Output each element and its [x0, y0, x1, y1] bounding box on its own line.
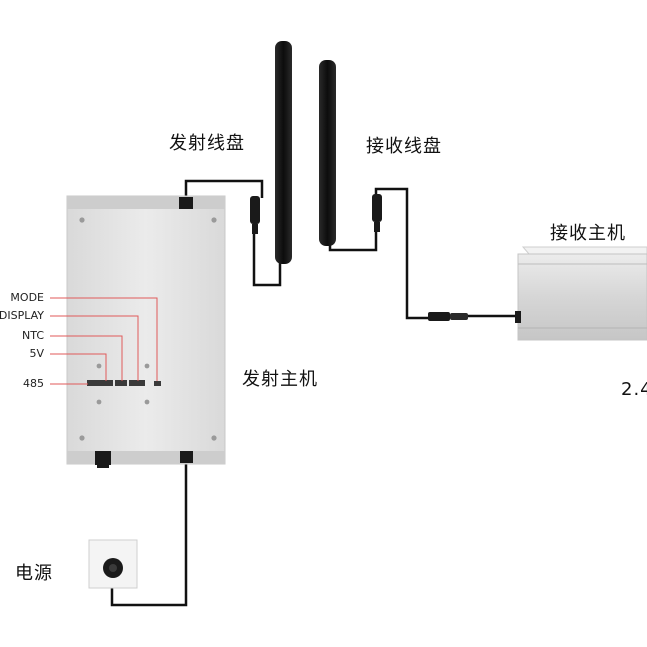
- rx-host-top-face: [521, 246, 647, 255]
- port-5v: [101, 380, 113, 386]
- cable-rx-coil-down: [328, 232, 378, 252]
- connector-icon: [179, 197, 193, 209]
- tx-coil-label: 发射线盘: [169, 133, 245, 154]
- rx-coil: [319, 60, 382, 246]
- connector-icon: [250, 196, 260, 224]
- connector-icon: [428, 312, 450, 321]
- rx-host-label: 接收主机: [550, 223, 626, 244]
- port-mode: [154, 381, 161, 386]
- cables: [110, 179, 518, 607]
- connector-icon: [372, 194, 382, 222]
- screw-icon: [79, 217, 217, 441]
- tx-coil: [250, 41, 292, 264]
- port-ntc: [115, 380, 127, 386]
- port-label-ntc: NTC: [22, 329, 44, 342]
- port-row: [87, 380, 161, 386]
- cable-rx-coil-to-rx-host: [374, 187, 430, 320]
- tx-host-bottom-bar: [67, 451, 225, 464]
- rx-inline-plug: [428, 312, 468, 321]
- connector-icon: [252, 224, 258, 234]
- tx-coil-body: [275, 41, 292, 264]
- tx-host-body: [66, 195, 226, 465]
- connector-icon: [180, 451, 193, 463]
- callout-5v: [50, 353, 107, 381]
- rx-host-body: [517, 253, 647, 341]
- rx-coil-body: [319, 60, 336, 246]
- tx-host: [66, 195, 226, 468]
- callout-ntc: [50, 335, 123, 381]
- connector-icon: [450, 313, 468, 320]
- rx-host: [515, 246, 647, 341]
- power-label: 电源: [15, 563, 53, 584]
- connector-icon: [515, 311, 521, 323]
- cable-tx-coil-loop: [252, 232, 282, 287]
- port-label-5v: 5V: [29, 347, 44, 360]
- cable-tx-host-to-power: [110, 458, 188, 607]
- port-callouts: [50, 297, 158, 385]
- callout-display: [50, 315, 139, 381]
- connector-icon: [95, 451, 111, 465]
- rx-coil-label: 接收线盘: [366, 136, 442, 157]
- port-label-display: DISPLAY: [0, 309, 44, 322]
- connector-icon: [97, 463, 109, 468]
- power-outlet: [88, 539, 138, 589]
- port-display: [129, 380, 145, 386]
- tx-host-top-bar: [67, 196, 225, 209]
- partial-text: 2.4: [621, 379, 647, 400]
- port-label-mode: MODE: [10, 291, 44, 304]
- port-label-485: 485: [23, 377, 44, 390]
- tx-host-label: 发射主机: [242, 369, 318, 390]
- port-485: [87, 380, 101, 386]
- connector-icon: [374, 222, 380, 232]
- cable-tx-host-to-tx-coil: [184, 179, 264, 198]
- callout-mode: [50, 297, 158, 381]
